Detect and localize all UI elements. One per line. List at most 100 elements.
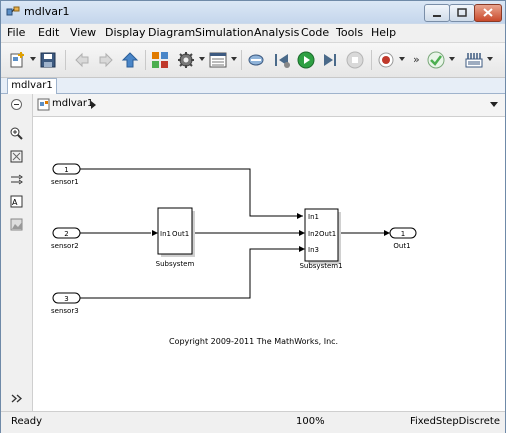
minimize-button[interactable] — [424, 4, 450, 22]
signal-line-4 — [80, 248, 303, 299]
menu-simulation[interactable]: Simulation — [195, 26, 254, 39]
inport-name: sensor1 — [51, 178, 79, 186]
left-palette: A — [1, 94, 33, 411]
inport-sensor1[interactable]: 1 sensor1 — [51, 163, 81, 186]
up-to-parent-button[interactable] — [121, 51, 139, 69]
address-bar[interactable]: mdlvar1 — [33, 94, 505, 117]
status-zoom: 100% — [296, 416, 325, 427]
subsystem-in-port: In1 — [160, 230, 171, 238]
library-browser-icon — [152, 52, 168, 68]
inport-sensor3[interactable]: 3 sensor3 — [51, 292, 81, 315]
step-back-button[interactable] — [273, 51, 291, 69]
step-forward-icon — [324, 54, 336, 66]
subsystem-block[interactable]: In1 Out1 Subsystem — [156, 207, 195, 268]
fit-to-view-icon[interactable] — [10, 150, 23, 163]
menu-bar: File Edit View Display Diagram Simulatio… — [1, 24, 505, 43]
tab-mdlvar1[interactable]: mdlvar1 — [7, 78, 57, 94]
save-button[interactable] — [39, 51, 57, 69]
record-button[interactable] — [377, 51, 395, 69]
model-explorer-icon — [209, 52, 227, 68]
build-button[interactable] — [465, 51, 483, 69]
zoom-in-icon[interactable] — [10, 127, 23, 140]
inport-sensor2[interactable]: 2 sensor2 — [51, 227, 81, 250]
subsystem1-in3: In3 — [308, 246, 319, 254]
save-icon — [40, 52, 56, 68]
check-button[interactable] — [427, 51, 445, 69]
subsystem1-block[interactable]: In1 In2 Out1 In3 Subsystem1 — [299, 208, 343, 270]
annotation-icon[interactable]: A — [10, 195, 23, 208]
menu-display[interactable]: Display — [105, 26, 146, 39]
step-back-icon — [275, 54, 290, 68]
hide-explorer-icon[interactable] — [10, 98, 23, 111]
arrowheads — [152, 213, 390, 252]
maximize-button[interactable] — [449, 4, 475, 22]
expand-chevron-icon[interactable] — [10, 392, 23, 405]
menu-edit[interactable]: Edit — [38, 26, 60, 39]
route-lines-icon[interactable] — [10, 173, 23, 186]
subsystem-out-port: Out1 — [172, 230, 189, 238]
check-icon — [427, 51, 445, 69]
more-tools-chevron-icon[interactable]: » — [413, 53, 420, 66]
build-icon — [465, 53, 483, 68]
menu-code[interactable]: Code — [301, 26, 330, 39]
subsystem1-name: Subsystem1 — [299, 262, 342, 270]
up-arrow-icon — [121, 52, 139, 68]
title-bar[interactable]: mdlvar1 — [1, 1, 505, 23]
toolbar: » — [1, 43, 505, 78]
menu-help[interactable]: Help — [371, 26, 397, 39]
model-icon — [37, 98, 50, 111]
forward-arrow-icon — [99, 52, 113, 68]
subsystem-name: Subsystem — [156, 260, 195, 268]
subsystem1-in2: In2 — [308, 230, 319, 238]
close-button[interactable] — [474, 4, 502, 22]
record-icon — [378, 52, 394, 68]
status-bar: Ready 100% FixedStepDiscrete — [1, 411, 505, 433]
image-icon[interactable] — [10, 218, 23, 231]
gear-icon — [178, 52, 194, 68]
menu-diagram[interactable]: Diagram — [148, 26, 196, 39]
menu-tools[interactable]: Tools — [336, 26, 364, 39]
subsystem1-in1: In1 — [308, 213, 319, 221]
library-browser-button[interactable] — [151, 51, 169, 69]
inport-number: 3 — [64, 295, 68, 303]
model-config-button[interactable] — [177, 51, 195, 69]
signal-lines — [80, 168, 388, 299]
update-diagram-button[interactable] — [247, 51, 265, 69]
window-title: mdlvar1 — [24, 5, 70, 18]
inport-name: sensor3 — [51, 307, 79, 315]
copyright-annotation: Copyright 2009-2011 The MathWorks, Inc. — [169, 337, 339, 346]
inport-name: sensor2 — [51, 242, 79, 250]
config-dropdown-arrow[interactable] — [199, 57, 205, 61]
record-dropdown-arrow[interactable] — [399, 57, 405, 61]
run-button[interactable] — [297, 51, 315, 69]
model-explorer-button[interactable] — [209, 51, 227, 69]
back-arrow-icon — [75, 52, 89, 68]
minimize-icon — [433, 15, 441, 17]
address-path[interactable]: mdlvar1 — [52, 98, 94, 109]
back-button[interactable] — [73, 51, 91, 69]
menu-view[interactable]: View — [70, 26, 97, 39]
model-canvas[interactable]: 1 sensor1 2 sensor2 3 sensor3 In1 Out1 S… — [33, 117, 505, 411]
signal-line-1 — [80, 168, 303, 217]
check-dropdown-arrow[interactable] — [449, 57, 455, 61]
new-dropdown-arrow[interactable] — [30, 57, 36, 61]
outport-name: Out1 — [393, 242, 410, 250]
subsystem1-out-port: Out1 — [319, 230, 336, 238]
step-forward-button[interactable] — [321, 51, 339, 69]
menu-analysis[interactable]: Analysis — [254, 26, 300, 39]
build-dropdown-arrow[interactable] — [487, 57, 493, 61]
forward-button[interactable] — [97, 51, 115, 69]
outport-out1[interactable]: 1 Out1 — [389, 227, 417, 250]
inport-number: 1 — [64, 166, 68, 174]
outport-number: 1 — [401, 230, 405, 238]
close-icon — [483, 8, 493, 17]
address-dropdown-icon[interactable] — [490, 102, 498, 107]
menu-file[interactable]: File — [7, 26, 26, 39]
breadcrumb-arrow-icon[interactable] — [91, 101, 96, 109]
explorer-dropdown-arrow[interactable] — [231, 57, 237, 61]
block-diagram: 1 sensor1 2 sensor2 3 sensor3 In1 Out1 S… — [51, 163, 417, 315]
stop-button[interactable] — [346, 51, 364, 69]
new-model-button[interactable] — [9, 51, 27, 69]
inport-number: 2 — [64, 230, 68, 238]
